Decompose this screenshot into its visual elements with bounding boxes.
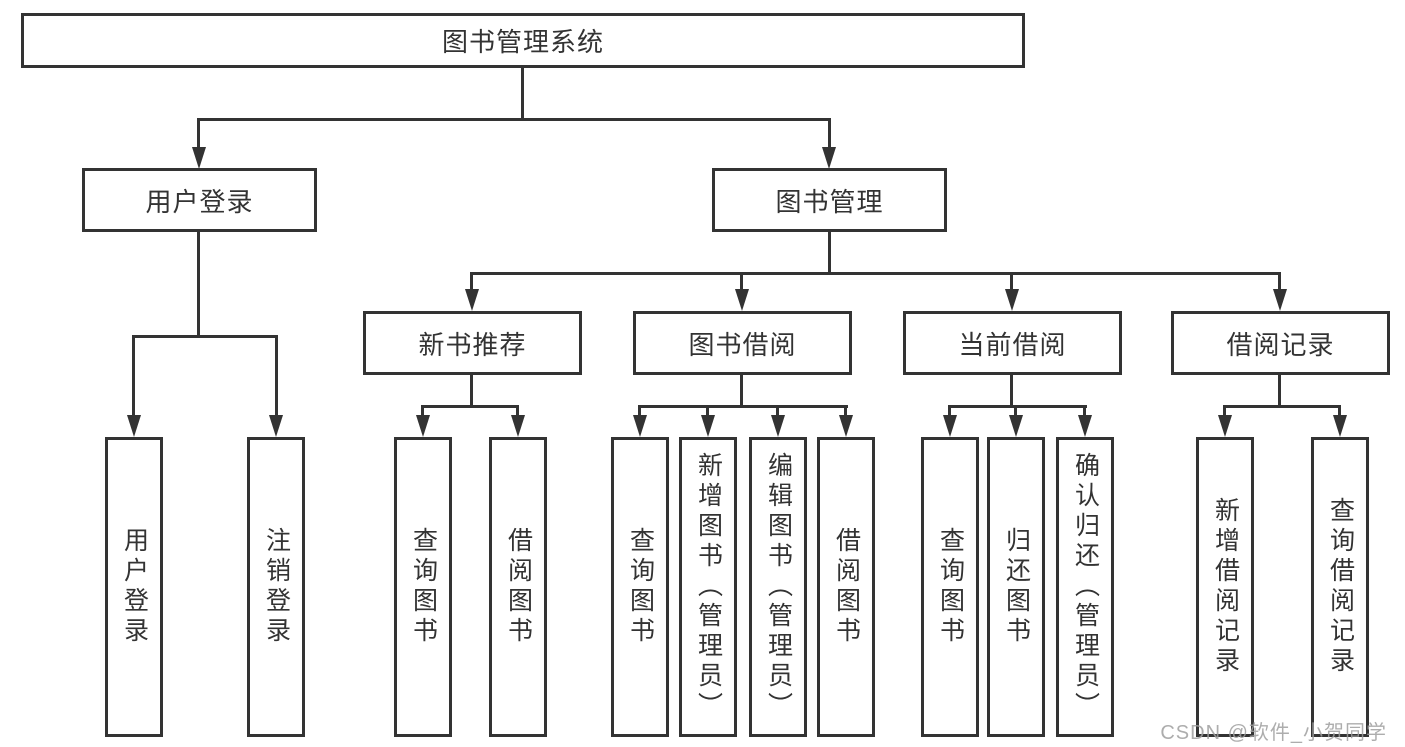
arrowhead-down-icon xyxy=(269,415,283,437)
arrowhead-down-icon xyxy=(1273,289,1287,311)
arrowhead-down-icon xyxy=(943,415,957,437)
node-current-borrowing-label: 当前借阅 xyxy=(958,329,1067,360)
leaf-label: 查询图书 xyxy=(626,527,655,647)
connector-line xyxy=(844,405,847,417)
arrowhead-down-icon xyxy=(416,415,430,437)
node-user-login: 用户登录 xyxy=(82,168,317,232)
connector-line xyxy=(828,118,831,149)
connector-line xyxy=(1010,375,1013,405)
arrowhead-down-icon xyxy=(1009,415,1023,437)
arrowhead-down-icon xyxy=(511,415,525,437)
node-borrowing-records-label: 借阅记录 xyxy=(1226,329,1335,360)
connector-line xyxy=(132,335,278,338)
arrowhead-down-icon xyxy=(1005,289,1019,311)
arrowhead-down-icon xyxy=(1078,415,1092,437)
node-library-system-label: 图书管理系统 xyxy=(441,27,604,57)
node-user-login-leaf: 用户登录 xyxy=(105,437,163,737)
leaf-label: 新增图书（管理员） xyxy=(694,452,723,722)
leaf-label: 新增借阅记录 xyxy=(1211,497,1240,677)
leaf-label: 确认归还（管理员） xyxy=(1071,452,1100,722)
node-query-books-borrowing: 查询图书 xyxy=(611,437,669,737)
node-library-system: 图书管理系统 xyxy=(21,13,1025,68)
connector-line xyxy=(776,405,779,417)
connector-line xyxy=(638,405,641,417)
leaf-label: 借阅图书 xyxy=(832,527,861,647)
connector-line xyxy=(1278,272,1281,292)
node-borrow-books-borrowing: 借阅图书 xyxy=(817,437,875,737)
node-borrow-books-recommend: 借阅图书 xyxy=(489,437,547,737)
connector-line xyxy=(1083,405,1086,417)
arrowhead-down-icon xyxy=(633,415,647,437)
arrowhead-down-icon xyxy=(701,415,715,437)
node-current-borrowing: 当前借阅 xyxy=(903,311,1122,375)
leaf-label: 用户登录 xyxy=(120,527,149,647)
leaf-label: 查询借阅记录 xyxy=(1326,497,1355,677)
connector-line xyxy=(470,272,473,292)
connector-line xyxy=(1338,405,1341,417)
node-user-login-label: 用户登录 xyxy=(145,186,254,217)
node-query-books-current: 查询图书 xyxy=(921,437,979,737)
node-add-borrow-record: 新增借阅记录 xyxy=(1196,437,1254,737)
connector-line xyxy=(740,272,743,292)
connector-line xyxy=(421,405,424,417)
node-borrowing-records: 借阅记录 xyxy=(1171,311,1390,375)
leaf-label: 注销登录 xyxy=(262,527,291,647)
connector-line xyxy=(1010,272,1013,292)
connector-line xyxy=(132,335,135,417)
node-book-borrowing: 图书借阅 xyxy=(633,311,852,375)
connector-line xyxy=(1014,405,1017,417)
node-book-borrowing-label: 图书借阅 xyxy=(688,329,797,360)
connector-line xyxy=(197,118,200,149)
connector-line xyxy=(521,68,524,118)
arrowhead-down-icon xyxy=(465,289,479,311)
connector-line xyxy=(516,405,519,417)
node-new-book-recommendation-label: 新书推荐 xyxy=(418,329,527,360)
node-return-books: 归还图书 xyxy=(987,437,1045,737)
arrowhead-down-icon xyxy=(1333,415,1347,437)
connector-line xyxy=(706,405,709,417)
leaf-label: 编辑图书（管理员） xyxy=(764,452,793,722)
connector-line xyxy=(948,405,1087,408)
connector-line xyxy=(275,335,278,417)
node-confirm-return-admin: 确认归还（管理员） xyxy=(1056,437,1114,737)
connector-line xyxy=(828,232,831,272)
leaf-label: 查询图书 xyxy=(936,527,965,647)
arrowhead-down-icon xyxy=(127,415,141,437)
connector-line xyxy=(948,405,951,417)
node-query-borrow-record: 查询借阅记录 xyxy=(1311,437,1369,737)
connector-line xyxy=(1278,375,1281,405)
node-book-management: 图书管理 xyxy=(712,168,947,232)
arrowhead-down-icon xyxy=(771,415,785,437)
arrowhead-down-icon xyxy=(1218,415,1232,437)
connector-line xyxy=(470,375,473,405)
csdn-watermark: CSDN @软件_小贺同学 xyxy=(1160,722,1387,744)
connector-line xyxy=(421,405,519,408)
node-logout-login: 注销登录 xyxy=(247,437,305,737)
node-query-books-recommend: 查询图书 xyxy=(394,437,452,737)
connector-line xyxy=(740,375,743,405)
leaf-label: 归还图书 xyxy=(1002,527,1031,647)
leaf-label: 查询图书 xyxy=(409,527,438,647)
connector-line xyxy=(197,118,831,121)
arrowhead-down-icon xyxy=(822,147,836,169)
connector-line xyxy=(197,232,200,335)
leaf-label: 借阅图书 xyxy=(504,527,533,647)
arrowhead-down-icon xyxy=(192,147,206,169)
arrowhead-down-icon xyxy=(839,415,853,437)
node-new-book-recommendation: 新书推荐 xyxy=(363,311,582,375)
connector-line xyxy=(1223,405,1340,408)
connector-line xyxy=(470,272,1281,275)
connector-line xyxy=(1223,405,1226,417)
node-book-management-label: 图书管理 xyxy=(775,186,884,217)
arrowhead-down-icon xyxy=(735,289,749,311)
node-edit-books-admin: 编辑图书（管理员） xyxy=(749,437,807,737)
node-add-books-admin: 新增图书（管理员） xyxy=(679,437,737,737)
connector-line xyxy=(638,405,848,408)
